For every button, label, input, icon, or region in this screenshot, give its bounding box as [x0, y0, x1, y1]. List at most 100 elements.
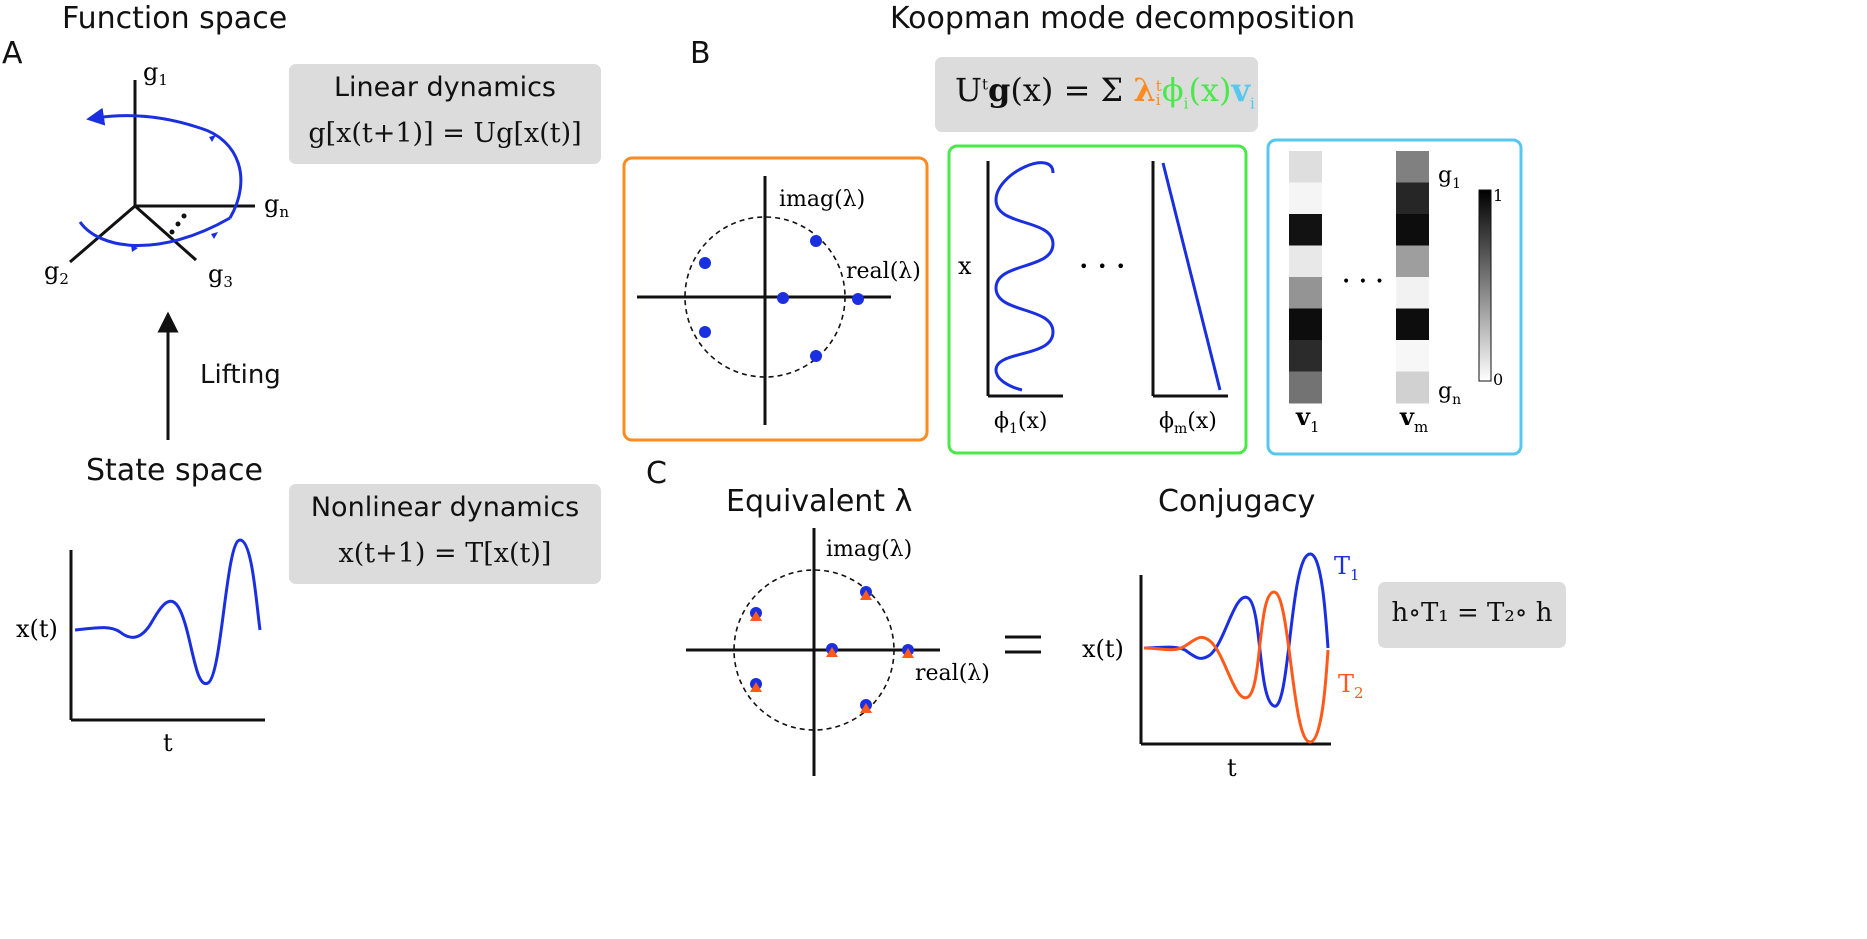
- eigenfunction-plot-1: [986, 161, 1063, 398]
- eigenvalue-plot: [637, 176, 891, 425]
- eig-imag-label: imag(λ): [779, 187, 865, 212]
- mode-column-vm: [1396, 151, 1429, 404]
- eigenfunction-ellipsis: • • •: [1079, 257, 1127, 276]
- mode-column-v1: [1289, 151, 1322, 404]
- kmd-v: v: [1231, 71, 1251, 109]
- lifting-label: Lifting: [200, 360, 281, 390]
- state-space-title: State space: [86, 453, 263, 488]
- equivalent-eigenvalue-triangle: [860, 703, 872, 713]
- nonlinear-dynamics-title: Nonlinear dynamics: [310, 492, 580, 523]
- mode-v1-label: v1: [1295, 402, 1320, 436]
- axis-g3-label: g3: [208, 260, 233, 291]
- eigenvalue-point: [852, 293, 864, 305]
- mode-vm-label: vm: [1399, 402, 1428, 436]
- mode-cell: [1396, 245, 1429, 278]
- mode-gn-label: gn: [1438, 379, 1461, 408]
- equivalent-eigenvalue-triangle: [750, 611, 762, 621]
- conjugacy-plot: [1139, 552, 1331, 746]
- mode-cell: [1396, 182, 1429, 215]
- equivalent-lambda-title: Equivalent λ: [726, 484, 913, 519]
- nonlinear-dynamics-box: Nonlinear dynamics x(t+1) = T[x(t)]: [289, 484, 601, 584]
- mode-cell: [1289, 308, 1322, 341]
- kmd-phi-sub: i: [1183, 94, 1189, 113]
- equivalent-eigenvalue-triangle: [902, 648, 914, 658]
- conjugacy-ylabel: x(t): [1082, 635, 1124, 663]
- eigenfunction-plot-m: [1151, 161, 1228, 398]
- eigenvalue-point: [699, 326, 711, 338]
- series-t2-line: [1143, 590, 1330, 744]
- panel-label-c: C: [646, 456, 667, 491]
- mode-cell: [1289, 151, 1322, 183]
- mode-cell: [1396, 308, 1429, 341]
- mode-cell: [1289, 371, 1322, 404]
- mode-cell: [1289, 245, 1322, 278]
- conjugacy-relation-box: h∘T₁ = T₂∘ h: [1378, 582, 1566, 648]
- eig-real-label: real(λ): [846, 259, 921, 284]
- kmd-u: U: [955, 71, 982, 109]
- mode-cell: [1396, 371, 1429, 404]
- function-space-title: Function space: [62, 1, 288, 36]
- state-plot-ylabel: x(t): [16, 615, 58, 643]
- kmd-x-sum: (x) = Σ: [1010, 71, 1134, 109]
- eigenvalue-box: [622, 156, 929, 442]
- kmd-phi: ϕ: [1161, 71, 1184, 109]
- linear-dynamics-title: Linear dynamics: [334, 72, 556, 103]
- kmd-v-sub: i: [1250, 94, 1255, 113]
- equivalent-eigenvalue-triangle: [860, 590, 872, 600]
- mode-cell: [1396, 340, 1429, 372]
- mode-cell: [1289, 340, 1322, 372]
- eigenvalue-point: [777, 292, 789, 304]
- kmd-phi-arg: (x): [1188, 71, 1232, 109]
- kmd-u-sup: t: [981, 75, 988, 94]
- conjugacy-xlabel: t: [1227, 754, 1237, 782]
- equiv-imag-label: imag(λ): [826, 537, 912, 562]
- kmd-g: g: [988, 71, 1011, 109]
- series-t1-line: [1143, 552, 1330, 708]
- panel-label-b: B: [690, 36, 711, 71]
- kmd-title: Koopman mode decomposition: [890, 1, 1356, 36]
- function-space-trajectory: [78, 107, 243, 252]
- axis-g1-label: g1: [143, 58, 168, 89]
- kmd-lambda-sub: i: [1155, 90, 1161, 109]
- colorbar-min-label: 0: [1493, 370, 1503, 389]
- t1-label: T1: [1334, 552, 1360, 584]
- phi-m-label: ϕm(x): [1159, 409, 1217, 437]
- eigenfunction-ylabel: x: [958, 252, 972, 280]
- nonlinear-dynamics-equation: x(t+1) = T[x(t)]: [338, 538, 552, 569]
- mode-cell: [1289, 214, 1322, 246]
- modes-ellipsis: • • •: [1342, 274, 1386, 290]
- equivalent-eigenvalue-plot: [686, 528, 940, 776]
- eigenvalue-point: [810, 235, 822, 247]
- linear-dynamics-box: Linear dynamics g[x(t+1)] = Ug[x(t)]: [289, 64, 601, 164]
- equivalent-eigenvalue-triangle: [750, 682, 762, 692]
- function-space-axes: [69, 80, 255, 264]
- mode-cell: [1396, 277, 1429, 309]
- mode-cell: [1396, 214, 1429, 246]
- equivalent-eigenvalue-points: [750, 586, 914, 713]
- kmd-lambda: λ: [1133, 71, 1156, 109]
- linear-dynamics-equation: g[x(t+1)] = Ug[x(t)]: [308, 118, 582, 149]
- equals-sign: [1005, 635, 1041, 654]
- mode-g1-label: g1: [1438, 163, 1461, 192]
- panel-label-a: A: [2, 36, 23, 71]
- kmd-lambda-sup: t: [1155, 76, 1162, 95]
- axis-gn-label: gn: [264, 190, 289, 221]
- t2-label: T2: [1338, 670, 1364, 702]
- mode-cell: [1289, 277, 1322, 309]
- equivalent-eigenvalue-triangle: [826, 647, 838, 657]
- conjugacy-title: Conjugacy: [1158, 484, 1316, 519]
- eigenvalue-point: [699, 257, 711, 269]
- eigenvalue-points: [699, 235, 864, 362]
- state-space-plot: [69, 538, 265, 722]
- state-plot-xlabel: t: [163, 729, 173, 757]
- eigenvalue-point: [810, 350, 822, 362]
- axis-g2-label: g2: [44, 257, 69, 288]
- conjugacy-relation: h∘T₁ = T₂∘ h: [1391, 598, 1553, 628]
- phi-1-label: ϕ1(x): [994, 409, 1048, 437]
- colorbar: [1478, 189, 1492, 382]
- colorbar-max-label: 1: [1493, 186, 1503, 205]
- mode-cell: [1289, 182, 1322, 215]
